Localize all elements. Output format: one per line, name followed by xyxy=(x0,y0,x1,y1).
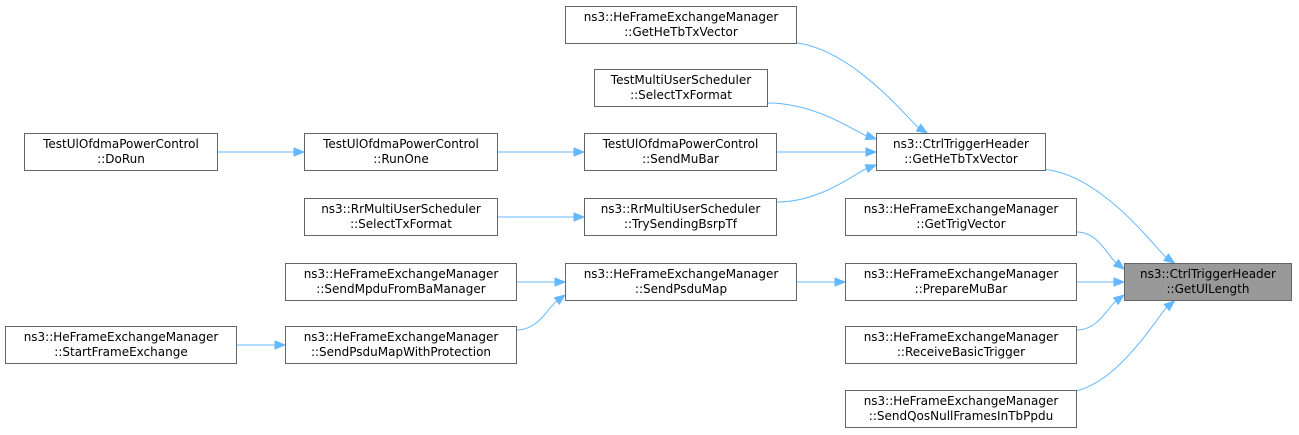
node-line1: ns3::CtrlTriggerHeader xyxy=(892,137,1029,151)
edge-arrowhead xyxy=(834,277,847,287)
edge-n_rr_trysend-to-n_gethetb xyxy=(776,168,867,203)
node-heframeexchangemanager-sendqosnullframesintbppdu[interactable]: ns3::HeFrameExchangeManager ::SendQosNul… xyxy=(845,390,1077,428)
node-heframeexchangemanager-gettrigvector[interactable]: ns3::HeFrameExchangeManager ::GetTrigVec… xyxy=(845,198,1077,236)
edge-arrowhead xyxy=(274,340,287,350)
edge-arrowhead xyxy=(553,294,567,306)
node-line2: ::SendPsduMapWithProtection xyxy=(310,345,492,359)
edge-arrowhead xyxy=(1112,294,1126,306)
edge-arrowhead xyxy=(864,131,878,141)
node-line1: ns3::HeFrameExchangeManager xyxy=(303,267,499,281)
node-line1: ns3::HeFrameExchangeManager xyxy=(583,267,779,281)
node-ctrltriggerheader-getullength: ns3::CtrlTriggerHeader ::GetUlLength xyxy=(1124,263,1292,301)
node-testmultiuserscheduler-selecttxformat[interactable]: TestMultiUserScheduler ::SelectTxFormat xyxy=(594,69,768,107)
node-line1: ns3::HeFrameExchangeManager xyxy=(23,330,219,344)
node-heframeexchangemanager-sendmpdufrombamanager[interactable]: ns3::HeFrameExchangeManager ::SendMpduFr… xyxy=(285,263,517,301)
node-line2: ::SendMpduFromBaManager xyxy=(316,282,486,296)
node-ctrltriggerheader-gethetbtxvector[interactable]: ns3::CtrlTriggerHeader ::GetHeTbTxVector xyxy=(876,133,1046,171)
node-line2: ::SelectTxFormat xyxy=(630,88,732,102)
edge-arrowhead xyxy=(573,147,586,157)
edge-arrowhead xyxy=(1112,258,1126,270)
edge-n_fem_sendqosnull-to-n_getul xyxy=(1065,307,1168,393)
node-heframeexchangemanager-startframeexchange[interactable]: ns3::HeFrameExchangeManager ::StartFrame… xyxy=(5,326,237,364)
node-line2: ::GetHeTbTxVector xyxy=(624,25,738,39)
node-line1: TestUlOfdmaPowerControl xyxy=(602,137,759,151)
node-line2: ::PrepareMuBar xyxy=(914,282,1008,296)
node-line1: TestUlOfdmaPowerControl xyxy=(323,137,479,151)
edge-n_fem_receivebasic-to-n_getul xyxy=(1076,300,1117,331)
edge-n_fem_sendpsduwithprot-to-n_fem_sendpsdumap xyxy=(516,300,558,331)
edge-n_tmus_select-to-n_gethetb xyxy=(767,102,867,137)
node-heframeexchangemanager-preparemubar[interactable]: ns3::HeFrameExchangeManager ::PrepareMuB… xyxy=(845,263,1077,301)
node-line1: ns3::HeFrameExchangeManager xyxy=(303,330,499,344)
node-line2: ::DoRun xyxy=(97,152,145,166)
node-heframeexchangemanager-receivebasictrigger[interactable]: ns3::HeFrameExchangeManager ::ReceiveBas… xyxy=(845,326,1077,364)
node-testulofdmapowercontrol-dorun[interactable]: TestUlOfdmaPowerControl ::DoRun xyxy=(24,133,218,171)
edge-arrowhead xyxy=(554,277,567,287)
node-line2: ::GetUlLength xyxy=(1166,282,1250,296)
edge-arrowhead xyxy=(573,212,586,222)
node-line2: ::TrySendingBsrpTf xyxy=(623,217,738,231)
edge-n_fem_gethetb-to-n_gethetb xyxy=(785,41,919,129)
node-line2: ::SendQosNullFramesInTbPpdu xyxy=(868,409,1054,423)
node-line2: ::RunOne xyxy=(373,152,429,166)
edge-arrowhead xyxy=(915,123,929,134)
node-heframeexchangemanager-sendpsdumapwithprotection[interactable]: ns3::HeFrameExchangeManager ::SendPsduMa… xyxy=(285,326,517,364)
node-heframeexchangemanager-gethetbtxvector[interactable]: ns3::HeFrameExchangeManager ::GetHeTbTxV… xyxy=(565,6,797,44)
node-line1: ns3::RrMultiUserScheduler xyxy=(600,202,761,216)
edge-arrowhead xyxy=(1163,253,1176,264)
node-line2: ::SendMuBar xyxy=(642,152,719,166)
node-line1: TestUlOfdmaPowerControl xyxy=(43,137,199,151)
edge-n_fem_gettrig-to-n_getul xyxy=(1076,231,1117,264)
edge-arrowhead xyxy=(865,147,878,157)
node-line2: ::GetTrigVector xyxy=(916,217,1006,231)
node-line2: ::GetHeTbTxVector xyxy=(904,152,1018,166)
edge-arrowhead xyxy=(864,164,878,174)
node-line2: ::StartFrameExchange xyxy=(54,345,188,359)
node-line1: ns3::HeFrameExchangeManager xyxy=(583,10,779,24)
node-line2: ::SendPsduMap xyxy=(634,282,728,296)
node-rrmultiuserscheduler-trysendingbsrptf[interactable]: ns3::RrMultiUserScheduler ::TrySendingBs… xyxy=(584,198,777,236)
node-line1: ns3::HeFrameExchangeManager xyxy=(863,330,1059,344)
edge-n_gethetb-to-n_getul xyxy=(1037,168,1167,258)
node-testulofdmapowercontrol-sendmubar[interactable]: TestUlOfdmaPowerControl ::SendMuBar xyxy=(584,133,777,171)
node-line1: ns3::CtrlTriggerHeader xyxy=(1139,267,1276,281)
edge-arrowhead xyxy=(1163,300,1176,312)
node-line2: ::SelectTxFormat xyxy=(350,217,452,231)
node-line1: ns3::HeFrameExchangeManager xyxy=(863,267,1059,281)
node-heframeexchangemanager-sendpsdumap[interactable]: ns3::HeFrameExchangeManager ::SendPsduMa… xyxy=(565,263,797,301)
edge-arrowhead xyxy=(293,147,306,157)
node-testulofdmapowercontrol-runone[interactable]: TestUlOfdmaPowerControl ::RunOne xyxy=(304,133,498,171)
edge-arrowhead xyxy=(1113,277,1126,287)
node-line2: ::ReceiveBasicTrigger xyxy=(896,345,1026,359)
node-line1: ns3::HeFrameExchangeManager xyxy=(863,202,1059,216)
node-line1: ns3::HeFrameExchangeManager xyxy=(863,394,1059,408)
node-line1: TestMultiUserScheduler xyxy=(610,73,752,87)
node-line1: ns3::RrMultiUserScheduler xyxy=(321,202,481,216)
node-rrmultiuserscheduler-selecttxformat[interactable]: ns3::RrMultiUserScheduler ::SelectTxForm… xyxy=(304,198,498,236)
